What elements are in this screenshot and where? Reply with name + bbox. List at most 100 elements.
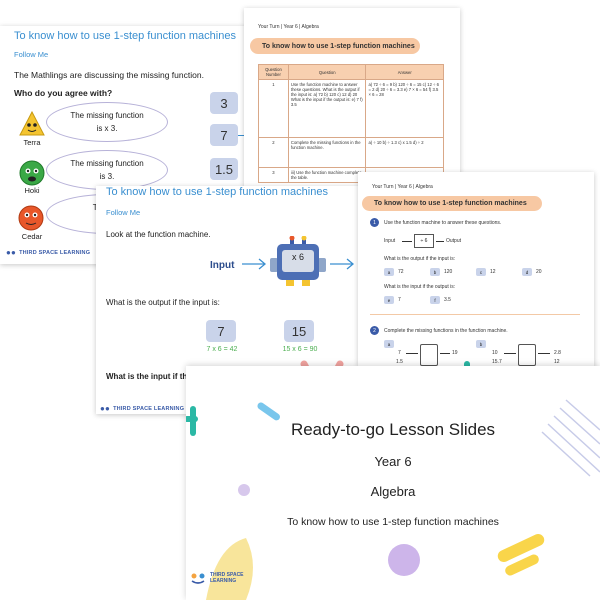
option-value: 120 [444, 269, 453, 275]
output-question: What is the output if the input is: [106, 298, 220, 307]
working-text: 7 x 6 = 42 [206, 346, 238, 353]
value-box: 7 [206, 320, 236, 342]
machine-box: ÷ 6 [414, 234, 434, 248]
question-number: 1 [370, 218, 379, 227]
value-box: 3 [210, 92, 238, 114]
question-text: Use the function machine to answer these… [384, 220, 502, 226]
logo-icon [191, 573, 205, 584]
machine-operation: x 6 [291, 252, 304, 262]
speech-bubble: The missing function is 3. [46, 150, 168, 190]
logo-icon: ●● [100, 404, 111, 413]
worksheet-questions[interactable]: Your Turn | Year 6 | Algebra To know how… [358, 172, 594, 366]
option-tag: b [430, 268, 440, 276]
slide-title: To know how to use 1-step function machi… [14, 30, 236, 42]
arrow-line [406, 353, 418, 354]
slide-function-machine[interactable]: To know how to use 1-step function machi… [96, 186, 366, 414]
arrow-right-icon [242, 258, 267, 270]
row-question: iii) Use the function machine complete t… [287, 167, 367, 183]
answers-table: Question Number Question Answer 1 Use th… [258, 64, 444, 183]
bubble-line: is 3. [99, 172, 115, 181]
option-value: 12 [490, 269, 496, 275]
option-tag: c [476, 268, 486, 276]
row-number: 3 [258, 167, 289, 183]
row-number: 1 [258, 79, 289, 138]
bubble-line: The missing function [70, 111, 144, 120]
option-value: 72 [398, 269, 404, 275]
part-output: 19 [452, 350, 458, 356]
worksheet-answers[interactable]: Your Turn | Year 6 | Algebra To know how… [244, 8, 460, 204]
intro-text: The Mathlings are discussing the missing… [14, 70, 204, 80]
option-tag: f [430, 296, 440, 304]
part-input: 10 [492, 350, 498, 356]
option-tag: a [384, 268, 394, 276]
input-prompt: What is the input if the output is: [384, 284, 456, 290]
row-answer: a) ÷ 10 b) ÷ 1.3 c) x 1.5 d) ÷ 2 [365, 137, 444, 168]
input-question: What is the input if th [106, 372, 188, 381]
robot-machine-icon [270, 236, 326, 286]
brand-logo: THIRD SPACE LEARNING [190, 572, 244, 584]
arrow-line [538, 353, 550, 354]
logo-text: THIRD SPACE LEARNING [19, 249, 91, 256]
character-name: Cedar [21, 232, 43, 241]
follow-me-label: Follow Me [14, 50, 49, 59]
machine-input-label: Input [384, 238, 396, 244]
brand-logo: ●● THIRD SPACE LEARNING [6, 248, 90, 257]
divider [370, 314, 580, 315]
terra-character [18, 110, 46, 143]
option-value: 3.5 [444, 297, 451, 303]
row-question: Complete the missing functions in the fu… [287, 137, 367, 168]
row-answer: a) 72 ÷ 6 = 9 b) 120 ÷ 6 = 15 c) 12 ÷ 6 … [365, 79, 444, 138]
row-number: 2 [258, 137, 289, 168]
objective-pill: To know how to use 1-step function machi… [250, 38, 420, 54]
input-label: Input [210, 260, 235, 271]
column-header: Question Number [258, 64, 289, 80]
option-tag: e [384, 296, 394, 304]
worksheet-header: Your Turn | Year 6 | Algebra [372, 184, 433, 190]
column-header: Question [287, 64, 367, 80]
part-input: 1.5 [396, 359, 403, 365]
cover-year: Year 6 [374, 454, 412, 469]
machine-box [420, 344, 438, 366]
option-value: 20 [536, 269, 542, 275]
cover-slide[interactable]: Ready-to-go Lesson Slides Year 6 Algebra… [186, 366, 600, 600]
part-output: 12 [554, 359, 560, 365]
output-prompt: What is the output if the input is: [384, 256, 456, 262]
hoki-icon [19, 160, 45, 186]
speech-bubble: The missing function is x 3. [46, 102, 168, 142]
option-tag: b [476, 340, 486, 348]
row-question: Use the function machine to answer these… [287, 79, 367, 138]
character-name: Terra [23, 138, 41, 147]
follow-me-label: Follow Me [106, 208, 141, 217]
cedar-icon [18, 205, 44, 231]
arrow-line [238, 135, 248, 136]
arrow-line [436, 241, 444, 242]
question-text: Complete the missing functions in the fu… [384, 328, 508, 334]
value-box: 15 [284, 320, 314, 342]
slide-title: To know how to use 1-step function machi… [106, 186, 328, 198]
table-row: 1 Use the function machine to answer the… [258, 79, 444, 138]
logo-text: THIRD SPACE LEARNING [113, 405, 185, 412]
option-value: 7 [398, 297, 401, 303]
hoki-character [18, 158, 46, 193]
cover-title: Ready-to-go Lesson Slides [290, 420, 496, 439]
terra-icon [19, 110, 45, 136]
part-input: 7 [398, 350, 401, 356]
logo-icon: ●● [6, 248, 17, 257]
value-box: 1.5 [210, 158, 238, 180]
cover-subject: Algebra [370, 484, 416, 499]
option-tag: a [384, 340, 394, 348]
look-text: Look at the function machine. [106, 230, 211, 239]
cover-objective: To know how to use 1-step function machi… [287, 516, 499, 528]
column-header: Answer [365, 64, 444, 80]
part-output: 2.8 [554, 350, 561, 356]
cedar-character [16, 202, 46, 237]
worksheet-header: Your Turn | Year 6 | Algebra [258, 24, 319, 30]
working-text: 15 x 6 = 90 [282, 346, 318, 353]
arrow-line [402, 241, 412, 242]
bubble-line: is x 3. [96, 124, 118, 133]
table-row: 2 Complete the missing functions in the … [258, 137, 444, 168]
logo-text: THIRD SPACE [210, 572, 244, 578]
objective-pill: To know how to use 1-step function machi… [362, 196, 542, 211]
brand-logo: ●● THIRD SPACE LEARNING [100, 404, 184, 413]
bubble-line: The missing function [70, 159, 144, 168]
